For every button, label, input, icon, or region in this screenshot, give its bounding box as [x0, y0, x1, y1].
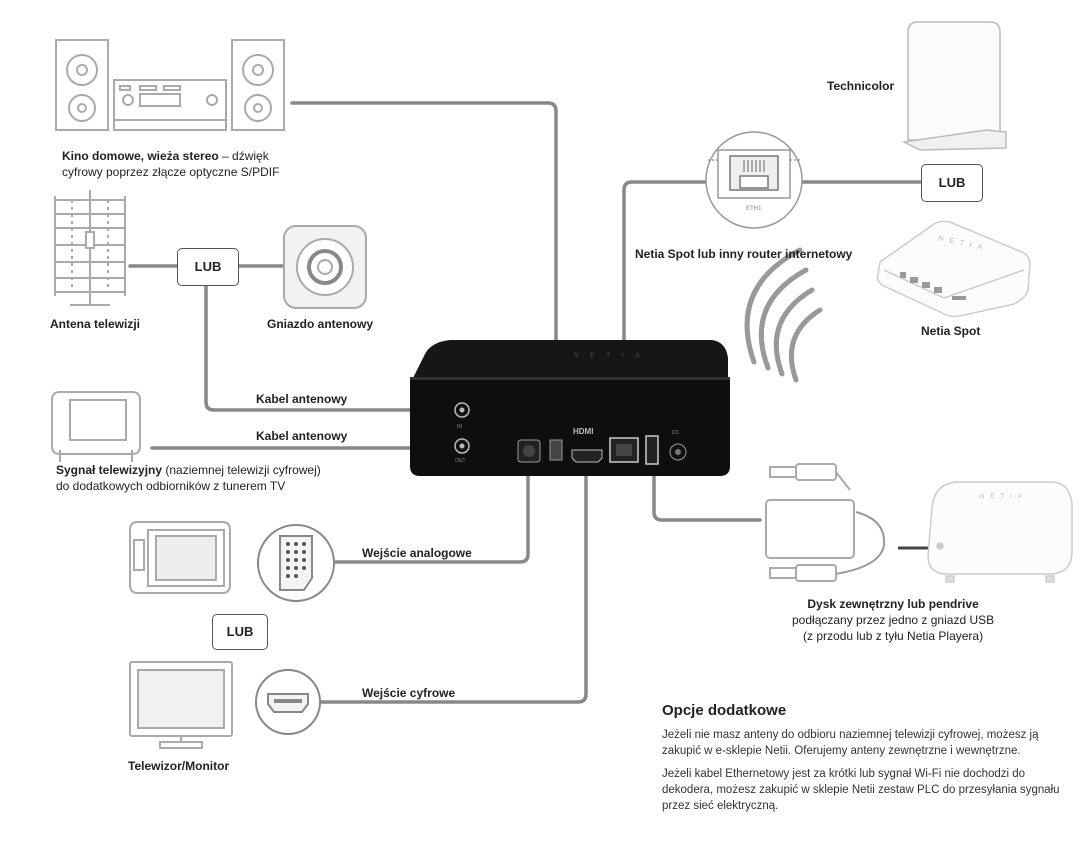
netia-player-small-brand: NETIA	[980, 494, 1028, 500]
antenna-cable-label-2: Kabel antenowy	[256, 429, 348, 443]
tv-monitor-icon	[129, 661, 233, 749]
player-usb-cable	[819, 511, 886, 577]
lub-badge-router: LUB	[921, 164, 983, 202]
router-label: Netia Spot lub inny router internetowy	[635, 247, 853, 261]
antenna-cable-label-1: Kabel antenowy	[256, 392, 348, 406]
usb-disk-icon	[765, 463, 855, 582]
netia-player-small-icon	[927, 481, 1073, 583]
home-theater-icon	[55, 39, 285, 131]
options-title: Opcje dodatkowe	[662, 702, 787, 719]
usb-disk-label: Dysk zewnętrzny lub pendrive podłączany …	[792, 596, 994, 644]
wifi-signal-icon	[744, 247, 823, 383]
netia-spot-icon	[876, 220, 1031, 318]
usb-cable	[652, 460, 762, 522]
antenna-label: Antena telewizji	[50, 317, 141, 331]
digital-input-label: Wejście cyfrowe	[362, 686, 456, 700]
tv-analog-icon	[129, 521, 231, 594]
tv-signal-desc2: do dodatkowych odbiorników z tunerem TV	[56, 479, 286, 493]
options-paragraph-2: Jeżeli kabel Ethernetowy jest za krótki …	[662, 768, 1060, 812]
cables	[128, 101, 922, 704]
tv-monitor-label: Telewizor/Monitor	[128, 759, 230, 773]
antenna-cable-in	[204, 284, 460, 412]
technicolor-label: Technicolor	[827, 79, 895, 93]
ethernet-cable	[622, 180, 710, 450]
port-in-label: IN	[457, 424, 462, 430]
antenna-icon	[54, 190, 126, 306]
port-dc-label: DC	[672, 430, 680, 436]
analog-cable	[334, 460, 530, 564]
analog-input-label: Wejście analogowe	[362, 546, 472, 560]
scart-port-icon	[257, 524, 335, 602]
hdmi-port-icon	[255, 669, 321, 735]
home-theater-desc1: dźwięk	[232, 149, 269, 163]
player-port-labels: NETIA IN OUT HDMI DC	[455, 353, 680, 464]
tv-signal-desc1: (naziemnej telewizji cyfrowej)	[162, 463, 321, 477]
tv-signal-label: Sygnał telewizyjny (naziemnej telewizji …	[56, 462, 321, 494]
home-theater-desc2: cyfrowy poprzez złącze optyczne S/PDIF	[62, 165, 280, 179]
usb-disk-title: Dysk zewnętrzny lub pendrive	[807, 597, 979, 611]
home-theater-label: Kino domowe, wieża stereo – dźwięk cyfro…	[62, 148, 279, 180]
port-out-label: OUT	[455, 458, 466, 464]
hdmi-cable	[310, 468, 588, 704]
netia-spot-label: Netia Spot	[921, 324, 981, 338]
usb-disk-desc2: (z przodu lub z tyłu Netia Playera)	[803, 629, 984, 643]
player-brand-text: NETIA	[574, 353, 652, 359]
home-theater-title: Kino domowe, wieża stereo	[62, 149, 219, 163]
tv-icon-small	[51, 391, 141, 462]
netia-player	[410, 340, 730, 476]
home-theater-dash: –	[218, 149, 233, 163]
options-paragraph-1: Jeżeli nie masz anteny do odbioru naziem…	[662, 729, 1039, 757]
technicolor-router-icon	[901, 21, 1007, 151]
port-hdmi-label: HDMI	[573, 427, 593, 436]
antenna-socket-label: Gniazdo antenowy	[267, 317, 374, 331]
ethernet-port-zoom	[705, 131, 803, 229]
eth-port-label: ETH1	[746, 206, 762, 212]
lub-badge-tv: LUB	[212, 614, 268, 650]
usb-disk-desc1: podłączany przez jedno z gniazd USB	[792, 613, 995, 627]
lub-badge-antenna: LUB	[177, 248, 239, 286]
tv-signal-title: Sygnał telewizyjny	[56, 463, 163, 477]
optical-cable	[290, 101, 558, 430]
antenna-socket-icon	[283, 225, 367, 309]
